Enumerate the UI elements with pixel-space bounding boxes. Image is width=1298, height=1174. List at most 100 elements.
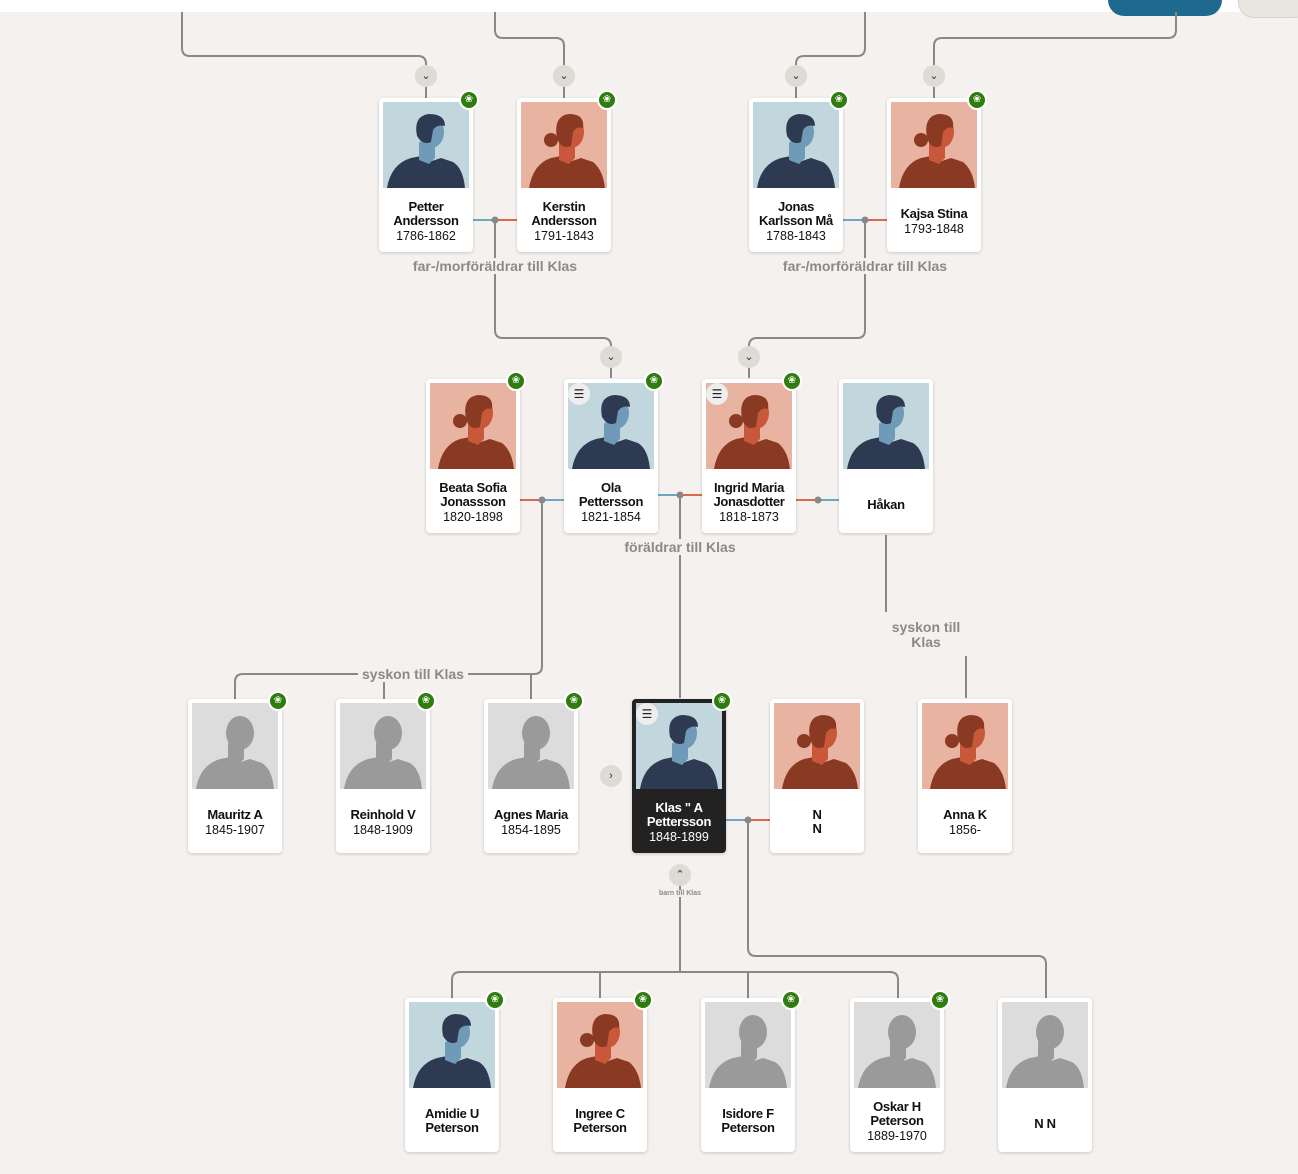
person-given-name: Kajsa Stina (900, 206, 968, 221)
leaf-hint-icon[interactable]: ❀ (268, 691, 288, 711)
relation-label-siblings-right-line1: syskon till (891, 619, 961, 635)
person-name: Håkan (841, 498, 931, 512)
person-given-name: Mauritz A (207, 807, 263, 822)
relation-label-grandparents-right: far-/morföräldrar till Klas (778, 258, 952, 274)
person-surname: Pettersson (578, 494, 644, 509)
female-avatar-icon (706, 383, 792, 469)
list-icon[interactable]: ☰ (706, 383, 728, 405)
person-surname: Jonasdotter (713, 494, 785, 509)
person-given-name: Reinhold V (350, 807, 416, 822)
relation-label-parents: föräldrar till Klas (620, 539, 740, 555)
chevron-down-icon: ⌄ (421, 70, 431, 82)
person-lifespan: 1820-1898 (443, 510, 503, 524)
person-card-nn_child[interactable]: N N (998, 998, 1092, 1152)
male-avatar-icon (753, 102, 839, 188)
person-given-name: Oskar H (873, 1099, 921, 1114)
leaf-hint-icon[interactable]: ❀ (782, 371, 802, 391)
list-icon[interactable]: ☰ (568, 383, 590, 405)
top-toolbar (0, 0, 1298, 12)
toolbar-primary-button[interactable] (1108, 0, 1222, 16)
leaf-hint-icon[interactable]: ❀ (506, 371, 526, 391)
person-given-name: Ola (600, 480, 622, 495)
person-silhouette-icon (1002, 1002, 1088, 1088)
expand-parents-kerstin-button[interactable]: ⌄ (553, 65, 575, 87)
person-name: N N (1000, 1117, 1090, 1131)
expand-parents-ola-button[interactable]: ⌄ (600, 346, 622, 368)
leaf-hint-icon[interactable]: ❀ (930, 990, 950, 1010)
person-silhouette-icon (854, 1002, 940, 1088)
person-surname: Pettersson (646, 814, 712, 829)
leaf-hint-icon[interactable]: ❀ (459, 90, 479, 110)
chevron-right-icon: › (609, 770, 613, 782)
leaf-hint-icon[interactable]: ❀ (485, 990, 505, 1010)
leaf-hint-icon[interactable]: ❀ (781, 990, 801, 1010)
person-lifespan: 1845-1907 (205, 823, 265, 837)
leaf-hint-icon[interactable]: ❀ (967, 90, 987, 110)
person-name: Mauritz A (190, 808, 280, 822)
expand-siblings-button[interactable]: › (600, 765, 622, 787)
male-avatar-icon (383, 102, 469, 188)
leaf-hint-icon[interactable]: ❀ (416, 691, 436, 711)
person-name: Agnes Maria (486, 808, 576, 822)
person-given-name: Ingree C (575, 1106, 625, 1121)
chevron-down-icon: ⌄ (744, 351, 754, 363)
person-lifespan: 1848-1909 (353, 823, 413, 837)
relation-label-siblings-left: syskon till Klas (358, 666, 468, 682)
leaf-hint-icon[interactable]: ❀ (633, 990, 653, 1010)
person-lifespan: 1793-1848 (904, 222, 964, 236)
leaf-hint-icon[interactable]: ❀ (564, 691, 584, 711)
person-given-name: Ingrid Maria (713, 480, 785, 495)
expand-parents-jonas-button[interactable]: ⌄ (785, 65, 807, 87)
list-icon[interactable]: ☰ (636, 703, 658, 725)
leaf-hint-icon[interactable]: ❀ (829, 90, 849, 110)
leaf-hint-icon[interactable]: ❀ (597, 90, 617, 110)
person-given-name: N (812, 807, 822, 822)
leaf-hint-icon[interactable]: ❀ (712, 691, 732, 711)
female-avatar-icon (521, 102, 607, 188)
person-given-name: Jonas (777, 199, 815, 214)
leaf-hint-icon[interactable]: ❀ (644, 371, 664, 391)
collapse-children-button[interactable]: ⌃ (669, 864, 691, 886)
expand-parents-petter-button[interactable]: ⌄ (415, 65, 437, 87)
relation-label-siblings-right: syskon till Klas (887, 619, 965, 650)
person-lifespan: 1788-1843 (766, 229, 826, 243)
female-avatar-icon (430, 383, 516, 469)
person-given-name: Anna K (943, 807, 987, 822)
person-name: Anna K (920, 808, 1010, 822)
person-lifespan: 1791-1843 (534, 229, 594, 243)
expand-parents-kajsa-button[interactable]: ⌄ (923, 65, 945, 87)
chevron-down-icon: ⌄ (791, 70, 801, 82)
person-silhouette-icon (705, 1002, 791, 1088)
person-card-hakan[interactable]: Håkan (839, 379, 933, 533)
person-lifespan: 1889-1970 (867, 1129, 927, 1143)
male-avatar-icon (409, 1002, 495, 1088)
person-lifespan: 1818-1873 (719, 510, 779, 524)
relation-label-grandparents-left: far-/morföräldrar till Klas (408, 258, 582, 274)
person-given-name: Petter (408, 199, 444, 214)
person-silhouette-icon (488, 703, 574, 789)
person-given-name: Amidie U (425, 1106, 479, 1121)
person-name: Kajsa Stina (889, 207, 979, 221)
expand-parents-ingrid-button[interactable]: ⌄ (738, 346, 760, 368)
